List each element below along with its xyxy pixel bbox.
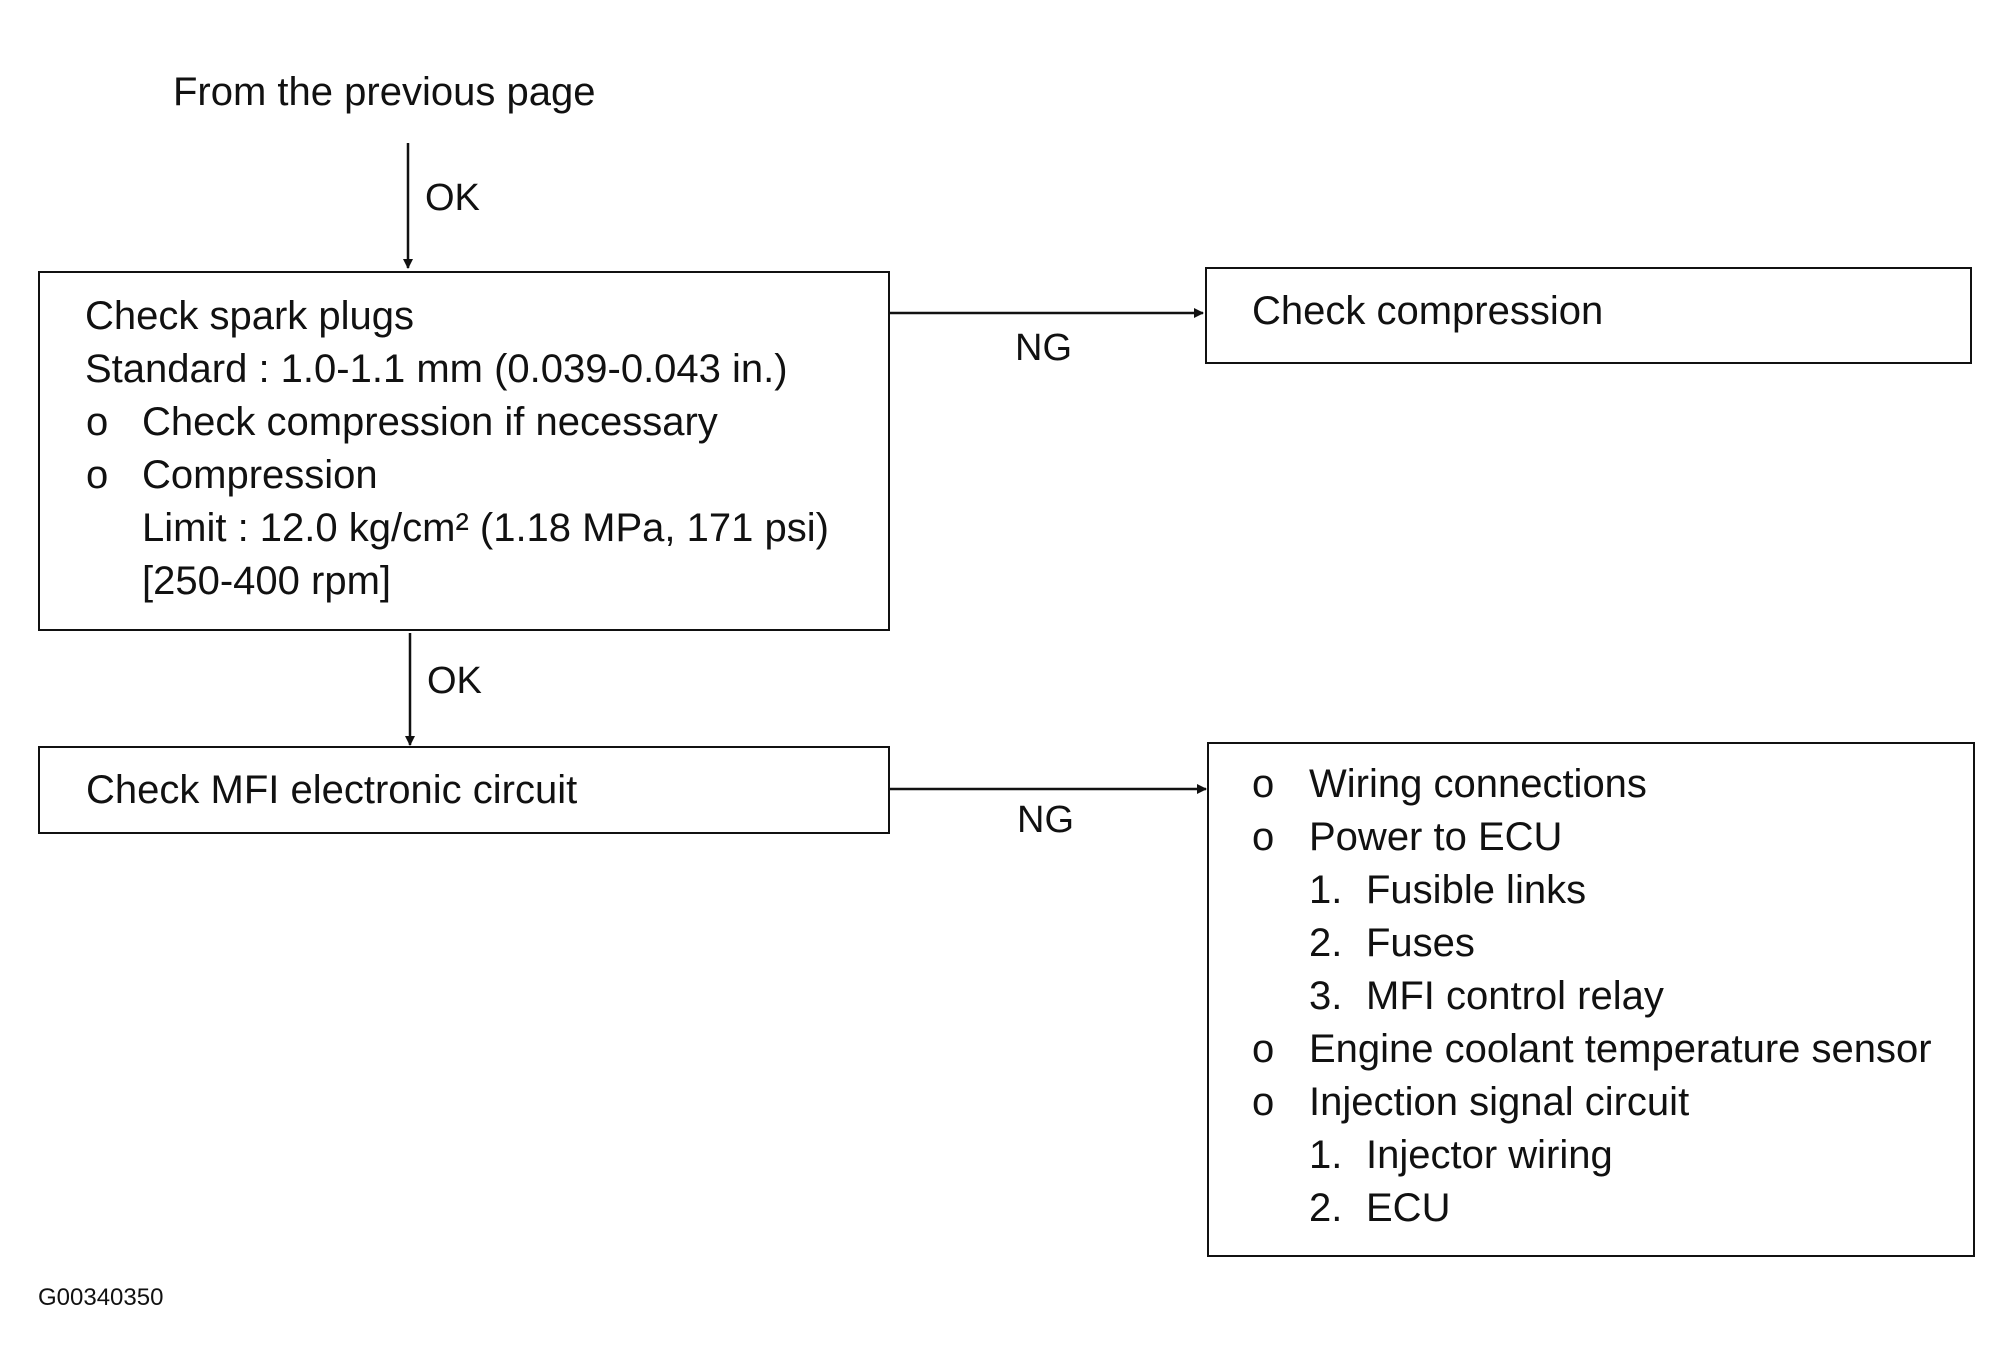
bullet-marker: o [86, 453, 109, 497]
sub-item-number: 2. [1309, 921, 1343, 965]
mfi-box-title: Check MFI electronic circuit [86, 768, 578, 812]
ng-label-top: NG [1015, 327, 1072, 369]
figure-id: G00340350 [38, 1284, 164, 1311]
bullet-marker: o [1252, 762, 1275, 806]
compression-box: Check compression [1205, 267, 1972, 364]
check-item: Wiring connections [1309, 762, 1647, 806]
bullet-marker: o [1252, 815, 1275, 859]
spark-box-standard: Standard : 1.0-1.1 mm (0.039-0.043 in.) [85, 347, 788, 391]
sub-item-number: 2. [1309, 1186, 1343, 1230]
spark-box-item: Check compression if necessary [142, 400, 718, 444]
sub-item: Injector wiring [1366, 1133, 1613, 1177]
sub-item-number: 3. [1309, 974, 1343, 1018]
bullet-marker: o [1252, 1027, 1275, 1071]
check-item: Power to ECU [1309, 815, 1563, 859]
bullet-marker: o [1252, 1080, 1275, 1124]
start-label: From the previous page [173, 70, 596, 114]
spark-plug-box: Check spark plugs Standard : 1.0-1.1 mm … [38, 271, 890, 631]
ok-label-middle: OK [427, 660, 482, 702]
compression-limit: Limit : 12.0 kg/cm² (1.18 MPa, 171 psi) [142, 506, 829, 550]
sub-item-number: 1. [1309, 868, 1343, 912]
ng-label-bottom: NG [1017, 799, 1074, 841]
ok-label-top: OK [425, 177, 480, 219]
spark-box-title: Check spark plugs [85, 294, 415, 338]
sub-item: Fuses [1366, 921, 1475, 965]
sub-item-number: 1. [1309, 1133, 1343, 1177]
sub-item: Fusible links [1366, 868, 1587, 912]
mfi-circuit-box: Check MFI electronic circuit [38, 746, 890, 834]
spark-box-item: Compression [142, 453, 378, 497]
compression-rpm: [250-400 rpm] [142, 559, 392, 603]
compression-box-title: Check compression [1252, 289, 1604, 333]
sub-item: MFI control relay [1366, 974, 1664, 1018]
bullet-marker: o [86, 400, 109, 444]
check-item: Injection signal circuit [1309, 1080, 1690, 1124]
sub-item: ECU [1366, 1186, 1451, 1230]
check-item: Engine coolant temperature sensor [1309, 1027, 1932, 1071]
checks-box: o Wiring connections o Power to ECU 1. F… [1207, 742, 1975, 1257]
